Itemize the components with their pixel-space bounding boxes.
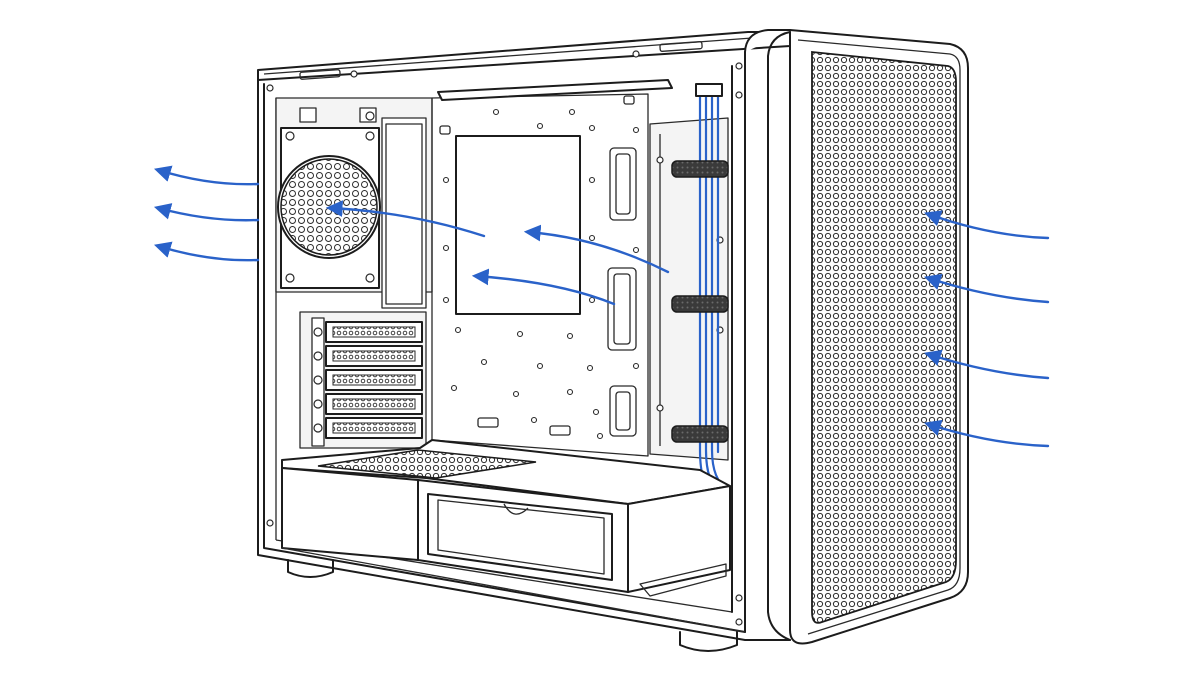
pci-expansion-slots — [299, 311, 427, 449]
intake-arrow-2 — [924, 273, 1050, 304]
psu-shroud — [281, 439, 746, 633]
exhaust-arrow-3 — [153, 241, 260, 262]
rear-exhaust-fan — [277, 155, 381, 259]
motherboard-tray — [431, 79, 673, 457]
psu-vent — [317, 449, 537, 479]
exhaust-arrow-2 — [153, 203, 260, 222]
internal-arrow-3 — [325, 200, 486, 238]
internal-arrow-2 — [471, 268, 616, 306]
intake-arrow-3 — [924, 349, 1050, 380]
pci-slot-3 — [313, 369, 423, 391]
front-panel — [744, 29, 969, 645]
pci-slot-4 — [313, 393, 423, 415]
airflow-arrows — [153, 165, 1050, 448]
pci-slot-2 — [313, 345, 423, 367]
pci-slot-1 — [313, 321, 423, 343]
velcro-cable-straps — [671, 160, 729, 443]
front-mesh-panel — [811, 51, 957, 624]
internal-arrow-1 — [523, 224, 670, 274]
intake-arrow-1 — [924, 210, 1050, 240]
rear-panel — [275, 97, 433, 309]
exhaust-arrow-1 — [153, 165, 260, 186]
pci-slot-5 — [313, 417, 423, 439]
intake-arrow-4 — [924, 419, 1050, 448]
